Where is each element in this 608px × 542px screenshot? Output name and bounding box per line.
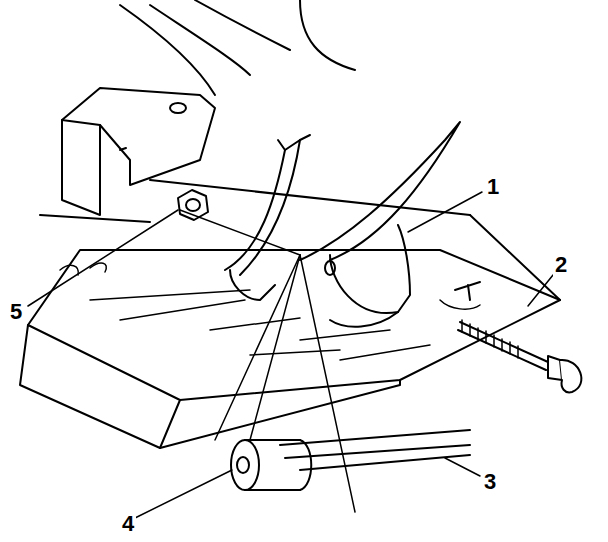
callout-number: 2	[553, 253, 569, 277]
callout-number: 4	[120, 512, 136, 536]
callout-number: 1	[485, 175, 501, 199]
callout-number: 5	[8, 300, 24, 324]
callout-number: 3	[482, 470, 498, 494]
